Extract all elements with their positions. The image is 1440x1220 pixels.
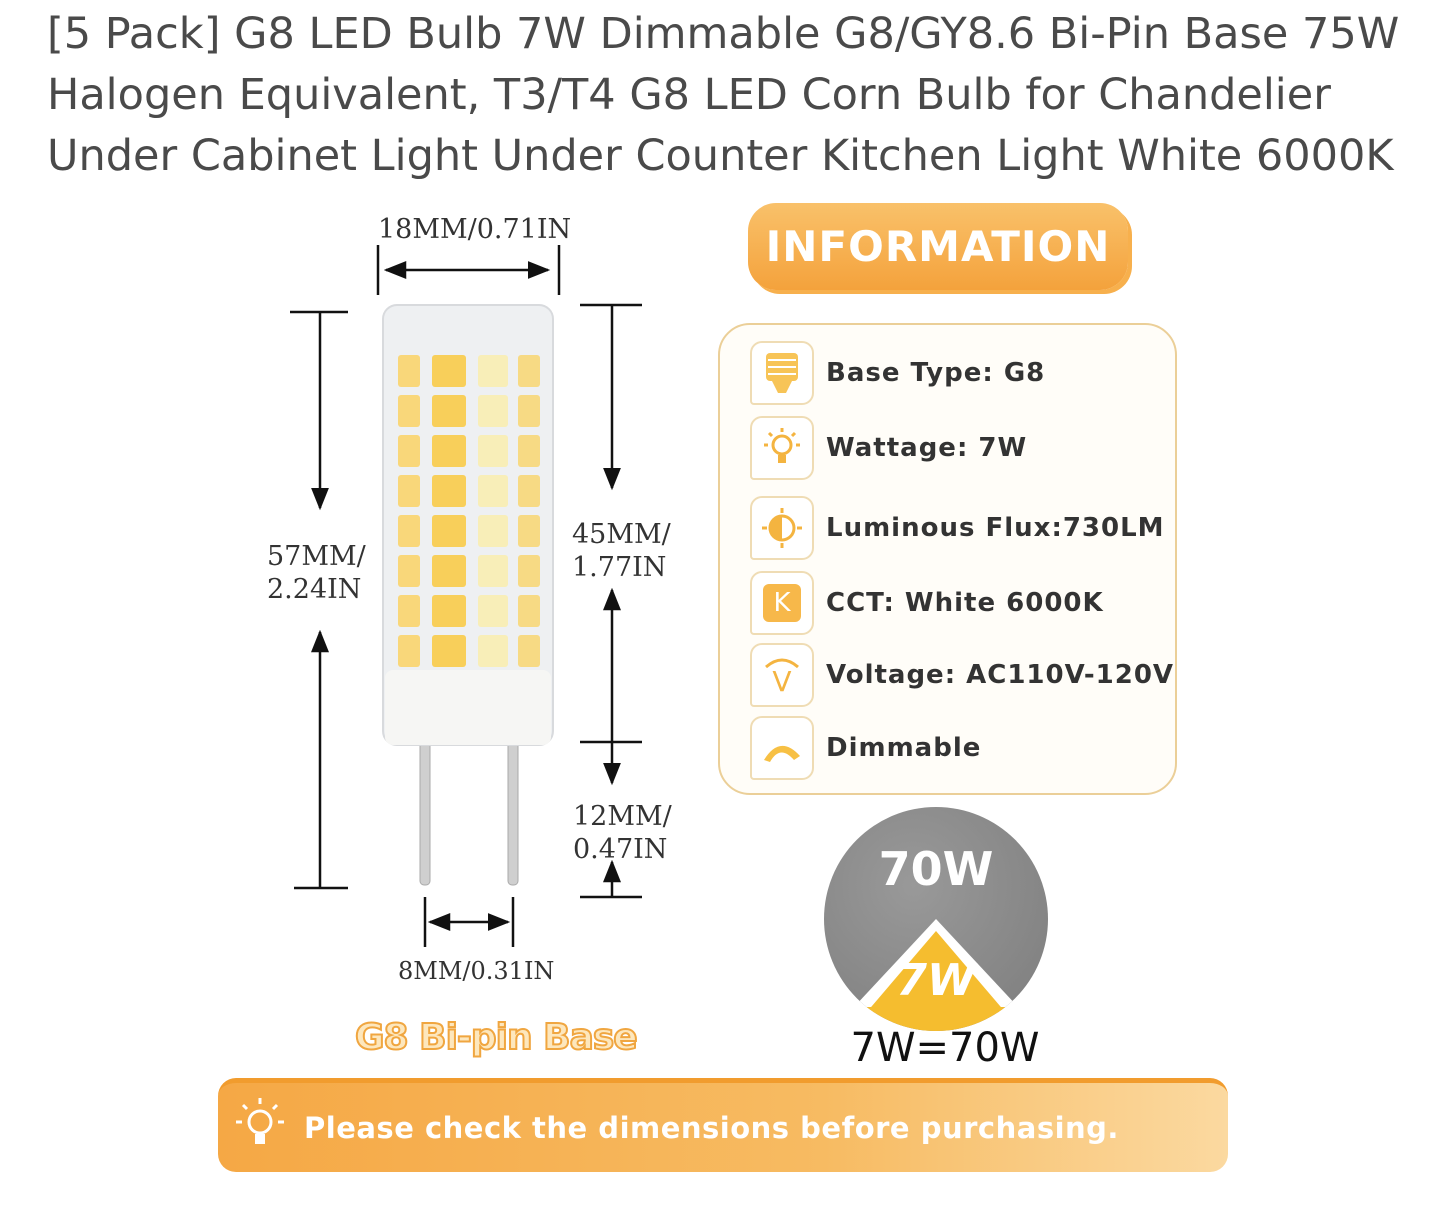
bulb-image	[382, 304, 554, 886]
spec-voltage: V Voltage: AC110V-120V	[750, 643, 1174, 707]
dimmer-icon	[750, 716, 814, 780]
width-dimension: 18MM/0.71IN	[378, 214, 572, 245]
lightbulb-icon	[750, 416, 814, 480]
kelvin-icon: K	[750, 571, 814, 635]
led-chip	[432, 555, 466, 587]
led-chip	[432, 515, 466, 547]
pin-length-line1: 12MM/	[573, 801, 672, 832]
led-chip	[478, 635, 508, 667]
led-chip	[478, 515, 508, 547]
lightbulb-icon	[232, 1094, 288, 1162]
notice-banner: Please check the dimensions before purch…	[218, 1078, 1228, 1172]
led-chip	[518, 475, 540, 507]
specs-panel: Base Type: G8 Wattage: 7W Luminous Flux:…	[718, 323, 1177, 795]
spec-dimmable: Dimmable	[750, 716, 981, 780]
spec-label: CCT: White 6000K	[826, 588, 1104, 618]
led-chip	[398, 475, 420, 507]
led-chip	[478, 555, 508, 587]
led-chip	[518, 395, 540, 427]
led-chip	[518, 355, 540, 387]
spec-label: Base Type: G8	[826, 358, 1046, 388]
led-chip	[432, 435, 466, 467]
notice-text: Please check the dimensions before purch…	[304, 1110, 1119, 1145]
led-chip	[398, 635, 420, 667]
spec-cct: K CCT: White 6000K	[750, 571, 1104, 635]
led-chip	[398, 355, 420, 387]
led-chip	[478, 355, 508, 387]
body-height-line2: 1.77IN	[572, 552, 667, 583]
led-chip	[432, 475, 466, 507]
led-chip	[432, 635, 466, 667]
spec-wattage: Wattage: 7W	[750, 416, 1027, 480]
led-wattage: 7W	[896, 955, 976, 1006]
led-chip	[518, 595, 540, 627]
body-height-line1: 45MM/	[572, 519, 671, 550]
led-chip	[398, 395, 420, 427]
total-height-line1: 57MM/	[267, 541, 366, 572]
led-chip	[398, 435, 420, 467]
led-chip	[518, 635, 540, 667]
information-heading: INFORMATION	[748, 203, 1128, 290]
wattage-comparison-graphic	[824, 807, 1048, 1031]
product-title: [5 Pack] G8 LED Bulb 7W Dimmable G8/GY8.…	[47, 9, 1400, 181]
led-chip	[398, 555, 420, 587]
total-height-line2: 2.24IN	[267, 574, 362, 605]
wattage-equation: 7W=70W	[850, 1025, 1040, 1071]
dimension-lines	[290, 245, 642, 947]
bulb-base-icon	[750, 341, 814, 405]
led-chip	[432, 355, 466, 387]
luminous-flux-icon	[750, 496, 814, 560]
halogen-wattage: 70W	[878, 842, 994, 896]
led-chip	[478, 435, 508, 467]
led-chip	[398, 515, 420, 547]
led-chip	[432, 595, 466, 627]
led-chip	[398, 595, 420, 627]
spec-label: Voltage: AC110V-120V	[826, 660, 1175, 690]
spec-label: Luminous Flux:730LM	[826, 513, 1165, 543]
spec-label: Dimmable	[826, 733, 982, 763]
led-chip	[518, 555, 540, 587]
led-chip	[518, 435, 540, 467]
led-chip	[478, 595, 508, 627]
spec-luminous-flux: Luminous Flux:730LM	[750, 496, 1165, 560]
led-chip	[478, 475, 508, 507]
spec-label: Wattage: 7W	[826, 433, 1028, 463]
pin-spacing-dimension: 8MM/0.31IN	[398, 957, 555, 985]
spec-base-type: Base Type: G8	[750, 341, 1045, 405]
voltage-icon: V	[750, 643, 814, 707]
pin-length-line2: 0.47IN	[573, 834, 668, 865]
base-label: G8 Bi-pin Base	[354, 1016, 639, 1059]
led-chip	[432, 395, 466, 427]
led-chip	[518, 515, 540, 547]
led-chip	[478, 395, 508, 427]
